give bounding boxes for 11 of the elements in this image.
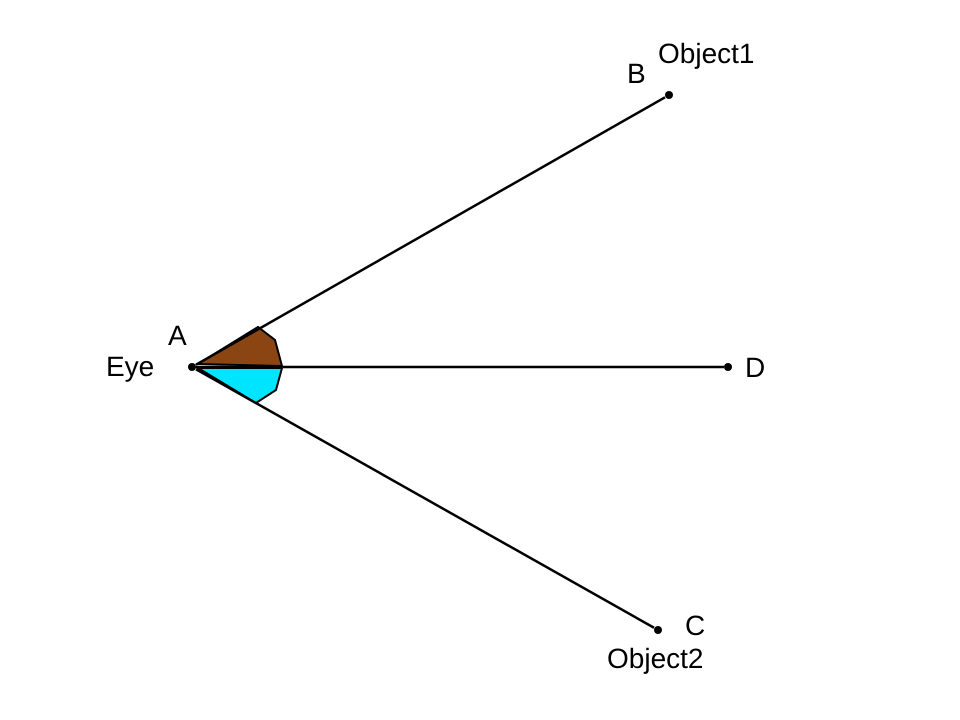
line-segment xyxy=(196,366,724,368)
point-label: B xyxy=(627,60,646,88)
point-label: D xyxy=(745,354,766,382)
point-label: Object1 xyxy=(658,40,754,68)
angle-mark xyxy=(194,326,284,368)
point-label: A xyxy=(168,322,187,350)
line-segment xyxy=(195,96,666,366)
point-label: C xyxy=(685,612,706,640)
point-label: Eye xyxy=(106,353,154,381)
line-segment xyxy=(195,368,655,629)
point-label: Object2 xyxy=(607,645,704,673)
